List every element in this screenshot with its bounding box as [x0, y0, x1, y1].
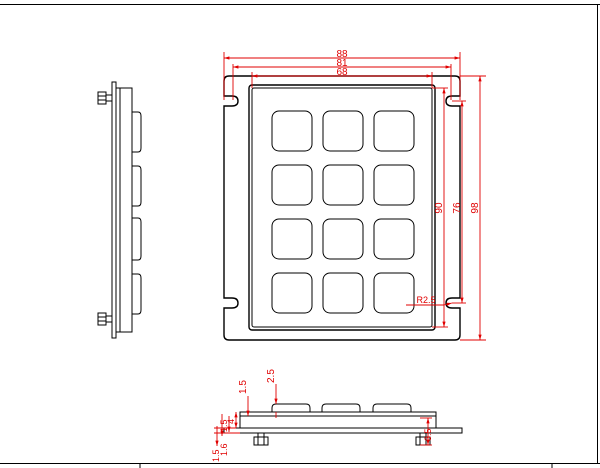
key-r3-c2	[322, 218, 364, 260]
key-r3-c3	[373, 218, 415, 260]
dim-corner-radius: R2.5	[416, 295, 435, 305]
dim-overall-width: 88	[336, 49, 348, 60]
bottom-view	[223, 403, 463, 446]
bottom-dimensions: 2.5 1.5 4 1.5 1.6 1.5 3.5	[211, 369, 433, 462]
dim-1-5-mid: 1.5	[219, 419, 229, 432]
dim-keypad-height: 90	[434, 202, 445, 214]
front-dimensions: 88 81 68 90 76 98 R2.5	[223, 49, 486, 341]
dim-overall-height: 98	[470, 202, 481, 214]
bolt-bottom	[97, 312, 113, 326]
key-r1-c2	[322, 110, 364, 152]
bottom-bolt-left	[253, 432, 269, 446]
drawing-frame	[0, 4, 600, 468]
key-r4-c1	[271, 272, 313, 314]
dim-4: 4	[226, 419, 236, 424]
dim-1-5-lower: 1.5	[211, 449, 221, 462]
key-r4-c2	[322, 272, 364, 314]
key-r1-c1	[271, 110, 313, 152]
keypad-frame-inner	[251, 87, 433, 328]
front-view	[223, 75, 461, 341]
front-plate-outline	[223, 75, 461, 341]
dim-hole-spacing-height: 76	[452, 202, 463, 214]
keys	[271, 110, 415, 314]
dim-1-6: 1.6	[219, 443, 229, 456]
bottom-keypad-body	[239, 411, 437, 429]
dim-keypad-width: 68	[336, 67, 348, 78]
dim-3-5: 3.5	[423, 428, 433, 441]
side-view	[97, 81, 142, 339]
bolt-top	[97, 91, 113, 105]
dim-plate-step: 1.5	[238, 380, 249, 394]
key-r3-c1	[271, 218, 313, 260]
keypad-frame-outer	[248, 84, 436, 331]
key-r4-c3	[373, 272, 415, 314]
key-r2-c2	[322, 164, 364, 206]
key-r2-c1	[271, 164, 313, 206]
dim-key-height: 2.5	[266, 369, 277, 383]
key-r2-c3	[373, 164, 415, 206]
dim-hole-spacing-width: 81	[336, 58, 348, 69]
key-r1-c3	[373, 110, 415, 152]
